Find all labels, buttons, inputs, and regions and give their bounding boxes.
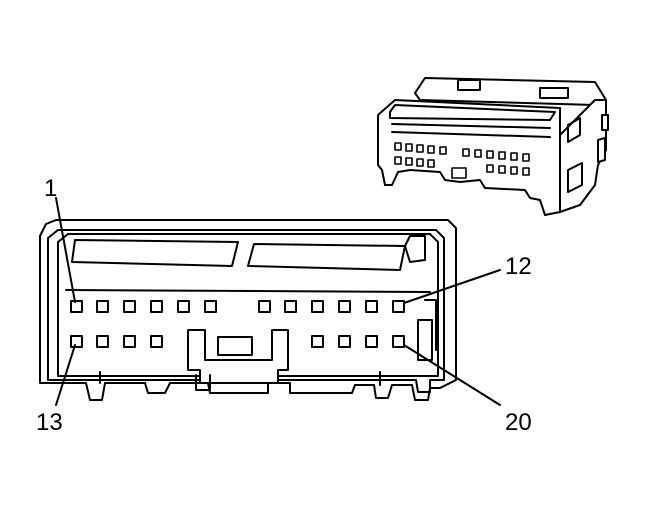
pin-label-20: 20 — [505, 409, 532, 436]
leader-line-pin-12 — [403, 269, 501, 304]
leader-line-pin-13 — [55, 344, 76, 406]
leader-lines — [55, 197, 501, 406]
pin-label-12: 12 — [505, 253, 532, 280]
leader-line-pin-20 — [403, 344, 501, 406]
leader-line-pin-1 — [55, 197, 76, 303]
pin-label-1: 1 — [44, 175, 57, 202]
connector-isometric-view — [377, 77, 609, 216]
connector-front-view — [39, 219, 457, 401]
pin-label-13: 13 — [36, 409, 63, 436]
